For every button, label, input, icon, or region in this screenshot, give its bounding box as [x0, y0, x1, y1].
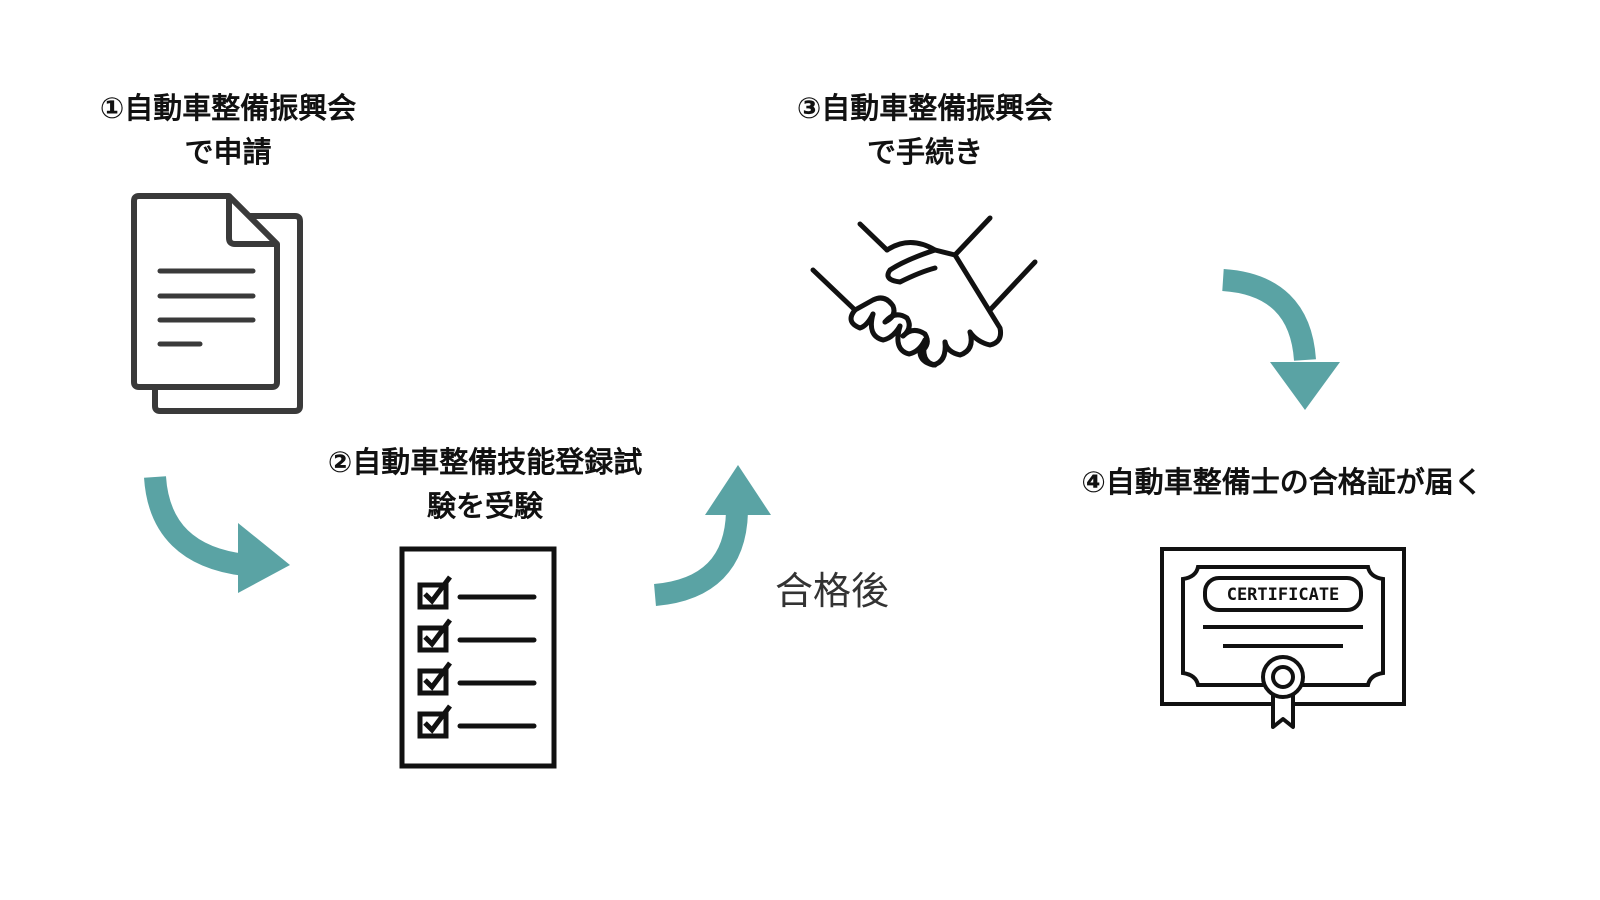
step3-title-line2: で手続き: [866, 135, 983, 169]
step2-title-line1: ②自動車整備技能登録試: [327, 445, 643, 479]
step3-title: ③自動車整備振興会 で手続き: [775, 86, 1075, 174]
arrow-step2-to-step3: [653, 465, 771, 606]
checklist-item: [417, 618, 537, 653]
arrow-step3-to-step4: [1221, 269, 1340, 410]
handshake-icon: [810, 215, 1038, 368]
step1-title-line1: ①自動車整備振興会: [99, 91, 357, 125]
arrow-step1-to-step2: [144, 475, 290, 593]
documents-icon: [131, 193, 303, 414]
step4-title: ④自動車整備士の合格証が届く: [1068, 460, 1496, 504]
checklist-item: [417, 661, 537, 696]
certificate-icon: [1160, 547, 1406, 729]
step1-title-line2: で申請: [184, 135, 272, 169]
step4-title-line1: ④自動車整備士の合格証が届く: [1081, 465, 1483, 499]
step3-title-line1: ③自動車整備振興会: [796, 91, 1054, 125]
checklist-item: [417, 704, 537, 739]
step2-title-line2: 験を受験: [426, 489, 543, 523]
certificate-label: CERTIFICATE: [1226, 585, 1340, 605]
step1-title: ①自動車整備振興会 で申請: [78, 86, 378, 174]
step2-title: ②自動車整備技能登録試 験を受験: [305, 440, 665, 528]
checklist-icon: [399, 546, 557, 769]
after-pass-label: 合格後: [775, 569, 890, 613]
checklist-item: [417, 575, 537, 610]
